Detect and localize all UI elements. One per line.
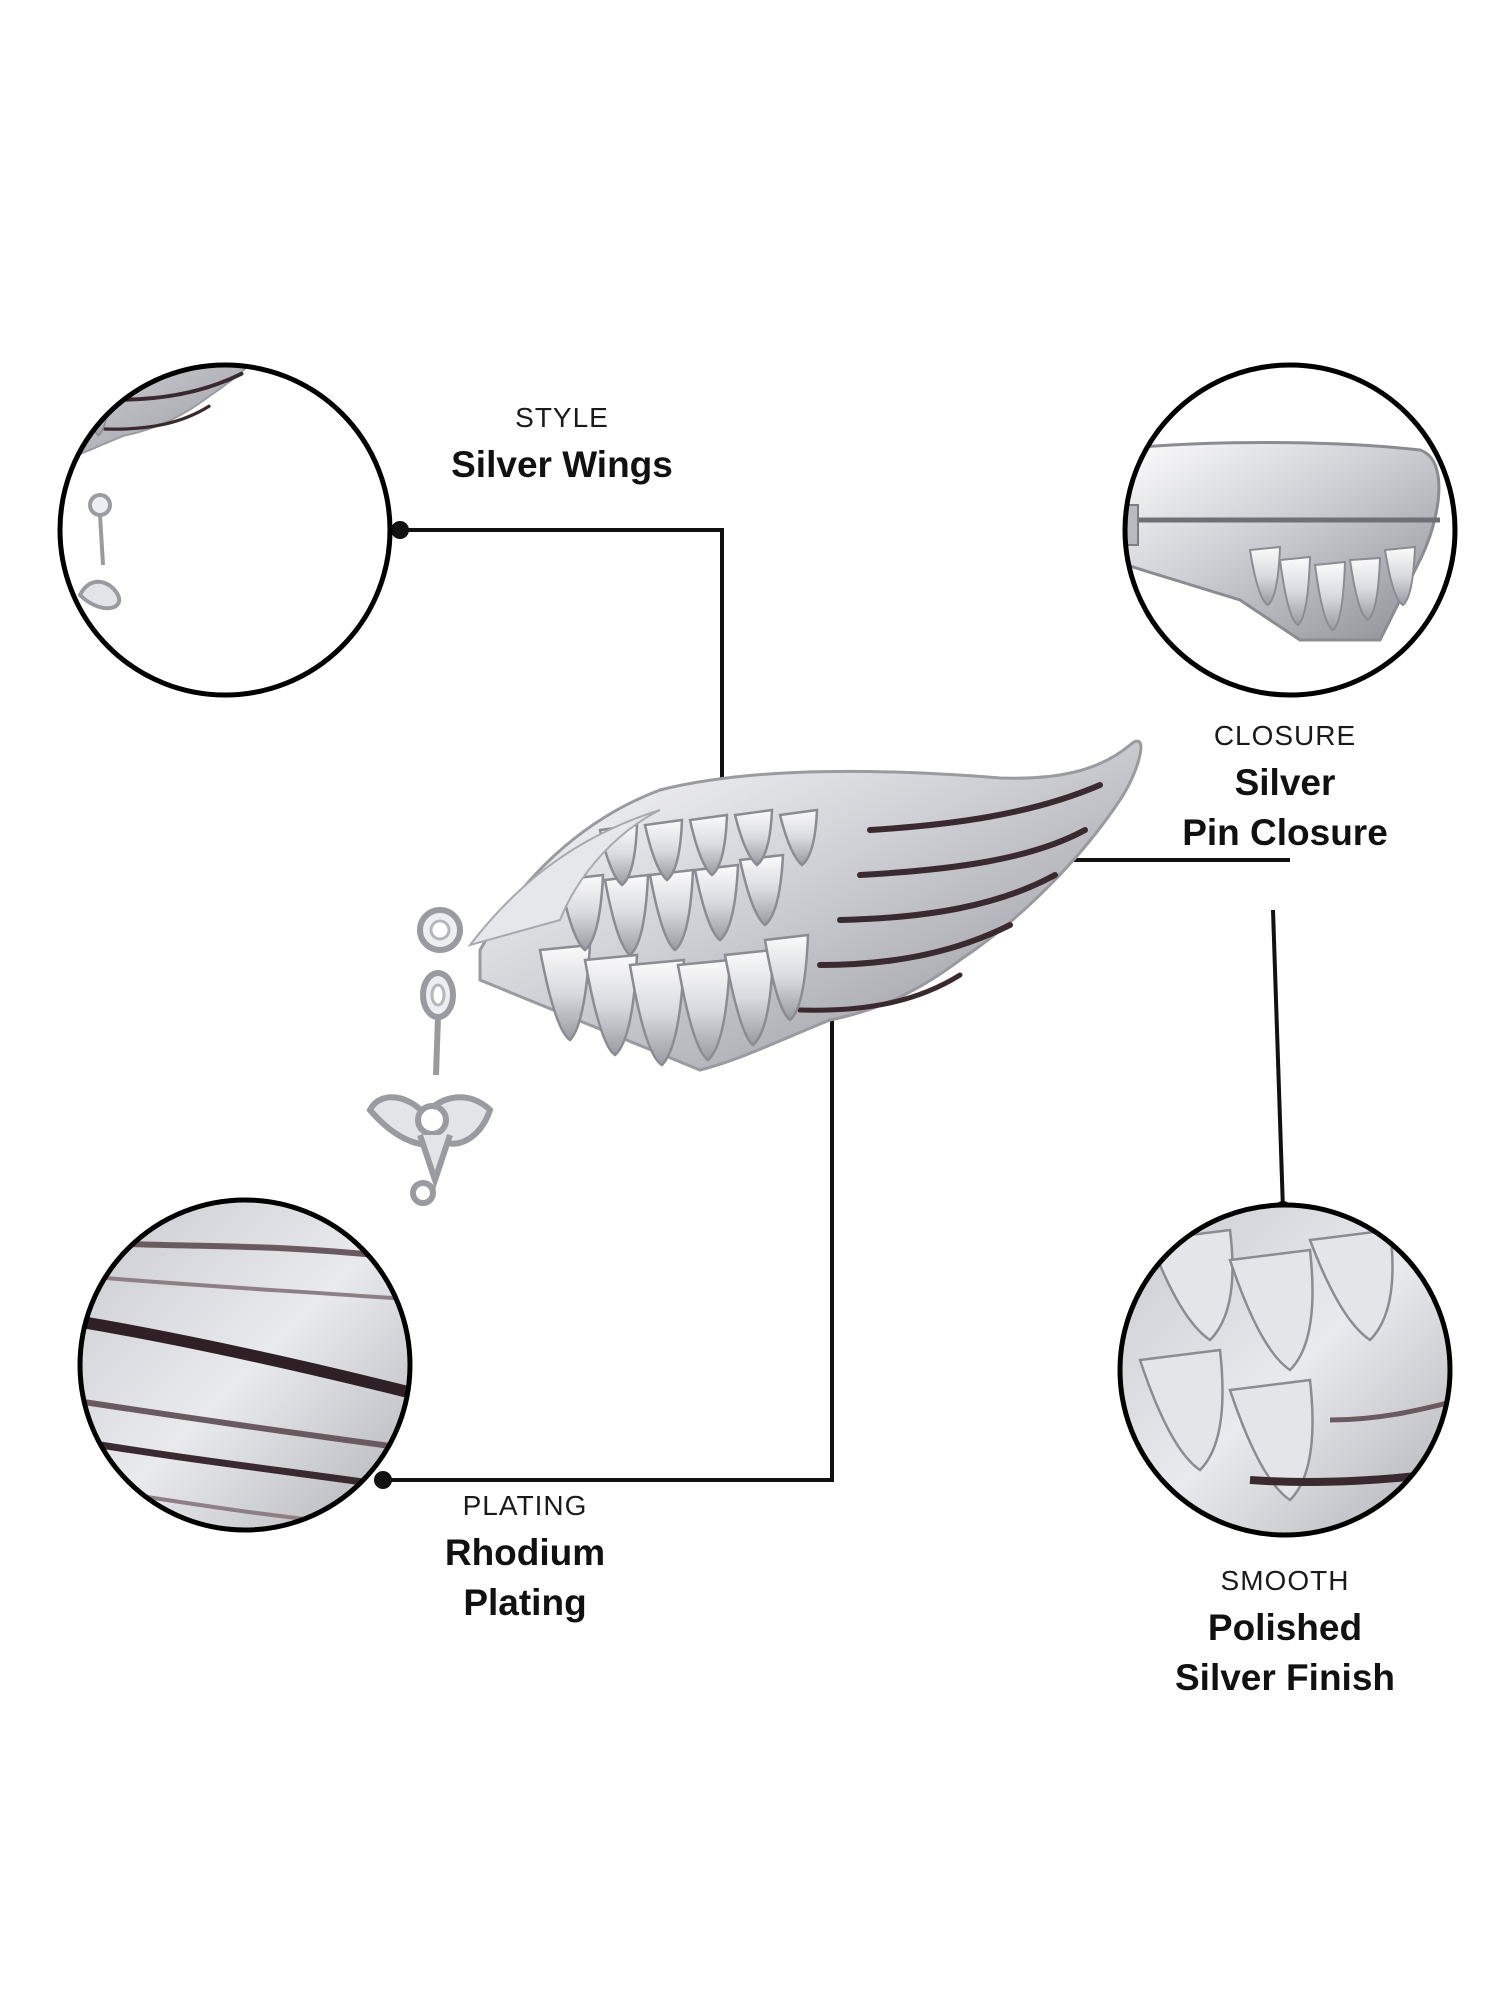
- closure-label: CLOSURE Silver Pin Closure: [1055, 720, 1500, 858]
- plating-dot-start: [374, 1471, 392, 1489]
- smooth-connector: [1271, 909, 1285, 1211]
- style-dot-start: [391, 521, 409, 539]
- style-value: Silver Wings: [451, 444, 673, 485]
- smooth-value-line1: Polished: [1207, 1607, 1363, 1648]
- closure-kicker: CLOSURE: [1213, 720, 1357, 751]
- plating-value-line2: Plating: [463, 1582, 587, 1623]
- smooth-label: SMOOTH Polished Silver Finish: [1055, 1565, 1500, 1703]
- zoom-plating-circle: [77, 1197, 413, 1533]
- plating-label: PLATING Rhodium Plating: [295, 1490, 755, 1628]
- silver-wing-brooch-image: [366, 741, 1141, 1206]
- plating-kicker: PLATING: [462, 1490, 588, 1521]
- dangle-charm: [366, 907, 494, 1206]
- zoom-smooth-circle: [1117, 1202, 1453, 1538]
- zoom-style-circle: [57, 362, 393, 698]
- zoom-closure-circle: [1122, 362, 1458, 698]
- plating-connector: [383, 985, 834, 1482]
- smooth-kicker: SMOOTH: [1220, 1565, 1350, 1596]
- style-connector: [400, 528, 724, 900]
- style-kicker: STYLE: [515, 402, 609, 433]
- style-label: STYLE Silver Wings: [332, 402, 792, 490]
- plating-value-line1: Rhodium: [444, 1532, 606, 1573]
- smooth-value-line2: Silver Finish: [1174, 1657, 1395, 1698]
- closure-value-line2: Pin Closure: [1182, 812, 1388, 853]
- closure-value-line1: Silver: [1234, 762, 1336, 803]
